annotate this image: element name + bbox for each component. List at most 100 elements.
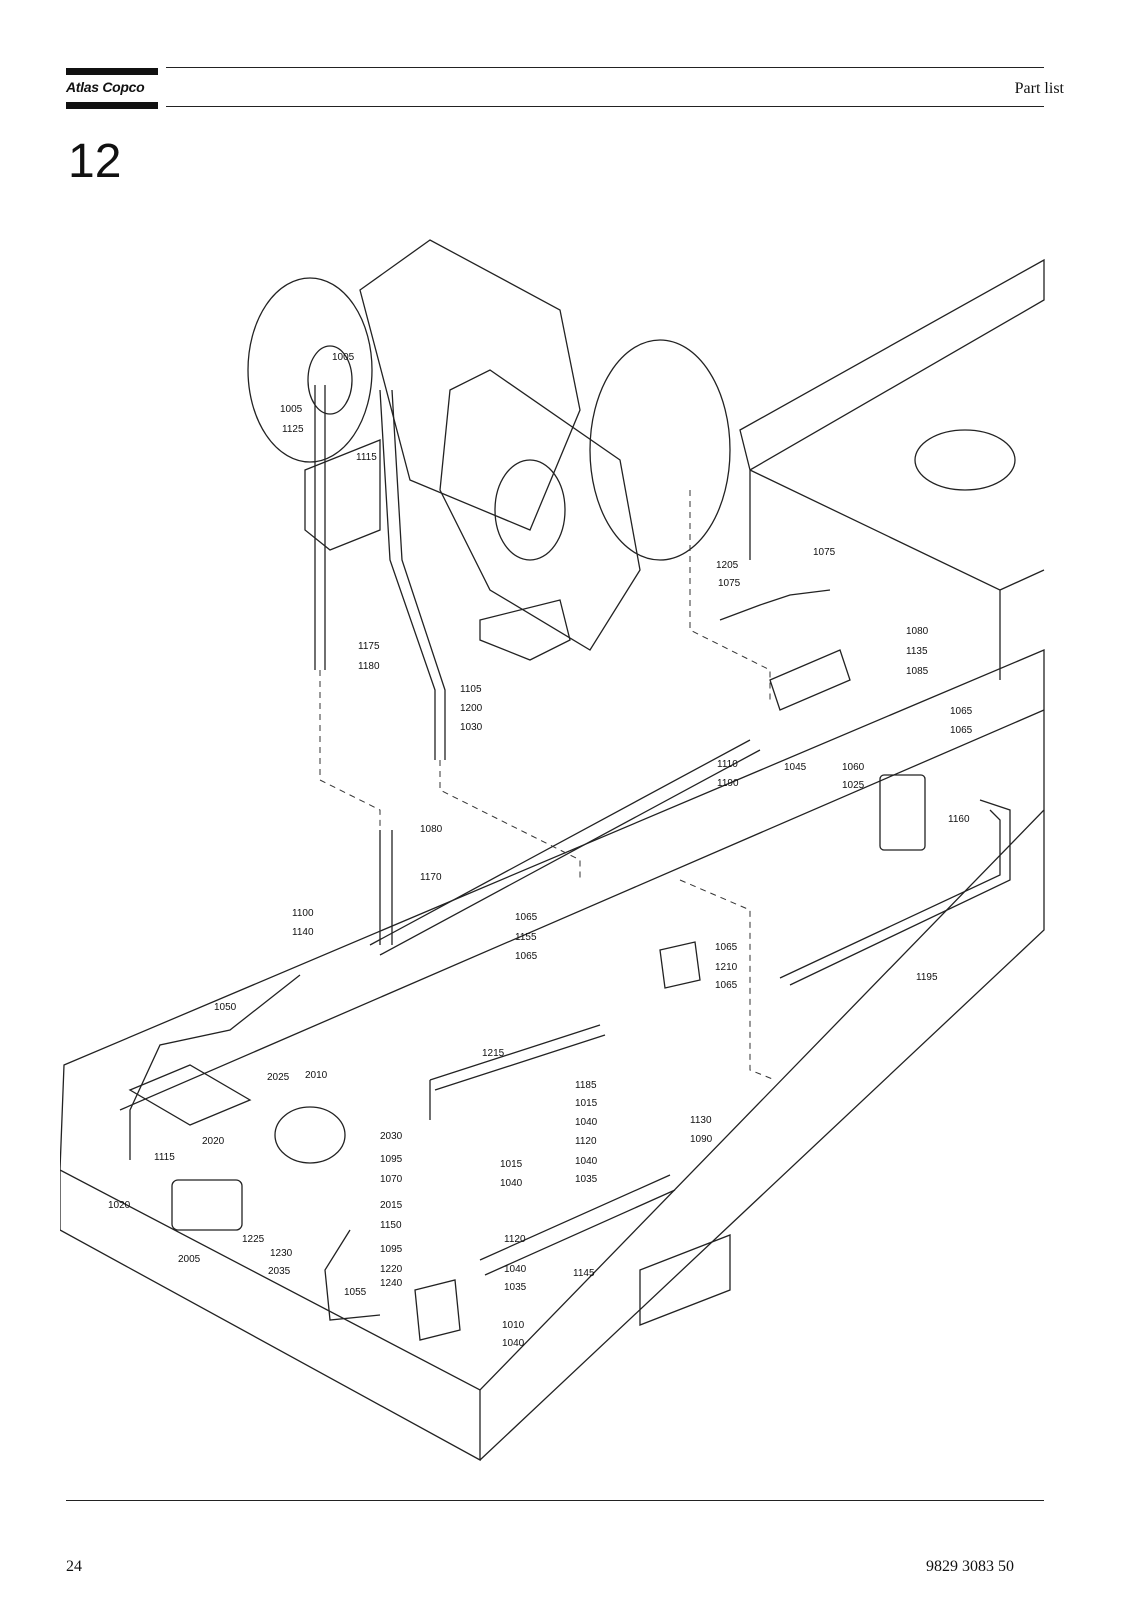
callout: 1065 bbox=[715, 942, 738, 953]
callout: 1010 bbox=[502, 1320, 525, 1331]
pipe-1145 bbox=[479, 1174, 676, 1276]
page-number: 24 bbox=[66, 1558, 82, 1575]
callout: 1015 bbox=[500, 1159, 523, 1170]
callout: 1120 bbox=[575, 1136, 597, 1147]
callout: 1160 bbox=[948, 814, 970, 825]
distribution-bar bbox=[769, 649, 851, 711]
callout: 1240 bbox=[380, 1278, 403, 1289]
callout: 1070 bbox=[380, 1174, 403, 1185]
callout: 1215 bbox=[482, 1048, 505, 1059]
atlas-copco-logo: Atlas Copco bbox=[66, 68, 158, 110]
callout: 2010 bbox=[305, 1070, 328, 1081]
callout: 1005 bbox=[332, 352, 355, 363]
callout: 1095 bbox=[380, 1244, 403, 1255]
section-number: 12 bbox=[68, 135, 122, 188]
callout: 1080 bbox=[906, 626, 929, 637]
callout: 1095 bbox=[380, 1154, 403, 1165]
callout: 2035 bbox=[268, 1266, 291, 1277]
callout: 1025 bbox=[842, 780, 865, 791]
callout: 1015 bbox=[575, 1098, 598, 1109]
callout: 1085 bbox=[906, 666, 929, 677]
callout: 2005 bbox=[178, 1254, 201, 1265]
callout: 1135 bbox=[906, 646, 928, 657]
callout: 1030 bbox=[460, 722, 483, 733]
filter-1160 bbox=[879, 774, 926, 851]
callout: 1055 bbox=[344, 1287, 367, 1298]
callout: 2020 bbox=[202, 1136, 225, 1147]
diagram-drawing bbox=[60, 239, 1045, 1462]
gearbox-housing bbox=[359, 239, 581, 531]
callout: 1115 bbox=[356, 452, 377, 463]
callout: 1130 bbox=[690, 1115, 712, 1126]
valve-1210 bbox=[659, 941, 701, 989]
base-frame-side bbox=[60, 1170, 481, 1462]
section-title: Part list bbox=[1014, 80, 1064, 97]
callout: 2025 bbox=[267, 1072, 290, 1083]
hose-1055 bbox=[324, 1229, 381, 1321]
front-opening bbox=[639, 1234, 731, 1326]
callout: 1065 bbox=[950, 725, 973, 736]
callout: 1065 bbox=[515, 951, 538, 962]
callout: 1005 bbox=[280, 404, 303, 415]
callout: 2015 bbox=[380, 1200, 403, 1211]
callout: 1210 bbox=[715, 962, 738, 973]
pipe-1170 bbox=[369, 739, 761, 956]
logo-bar-bottom bbox=[66, 102, 158, 109]
callout: 1200 bbox=[460, 703, 483, 714]
callout: 2030 bbox=[380, 1131, 403, 1142]
cover-bore bbox=[494, 459, 566, 561]
callout: 1040 bbox=[575, 1156, 598, 1167]
pipe-1215 bbox=[429, 1024, 606, 1120]
callout: 1045 bbox=[784, 762, 807, 773]
header-rule-bottom bbox=[166, 106, 1044, 107]
assembly-leader-lines bbox=[319, 490, 776, 1081]
callout: 1230 bbox=[270, 1248, 293, 1259]
logo-bar-top bbox=[66, 68, 158, 75]
bearing-block bbox=[304, 439, 381, 551]
hose-1050 bbox=[129, 974, 301, 1160]
callout: 1090 bbox=[690, 1134, 713, 1145]
exploded-parts-diagram: 1005 1005 1125 1115 1175 1180 1205 1075 … bbox=[60, 239, 1045, 1462]
callout: 1150 bbox=[380, 1220, 402, 1231]
right-flange bbox=[589, 339, 731, 561]
callout: 1115 bbox=[154, 1152, 175, 1163]
callout: 1145 bbox=[573, 1268, 595, 1279]
callout: 1220 bbox=[380, 1264, 403, 1275]
left-flange bbox=[247, 277, 373, 463]
callout: 1035 bbox=[504, 1282, 527, 1293]
base-frame-front bbox=[479, 810, 1045, 1461]
pipe-vertical-1080 bbox=[379, 830, 393, 945]
callout: 1060 bbox=[842, 762, 865, 773]
base-frame-outline bbox=[60, 649, 1045, 1391]
pipe-1195 bbox=[779, 799, 1011, 986]
callout: 1065 bbox=[950, 706, 973, 717]
callout: 1195 bbox=[916, 972, 938, 983]
callout: 1035 bbox=[575, 1174, 598, 1185]
callout: 1075 bbox=[813, 547, 836, 558]
callout: 1080 bbox=[420, 824, 443, 835]
callout: 1205 bbox=[716, 560, 739, 571]
right-box-opening bbox=[914, 429, 1016, 491]
callout: 1040 bbox=[504, 1264, 527, 1275]
pipe-1180 bbox=[379, 389, 446, 760]
callout: 1040 bbox=[575, 1117, 598, 1128]
hose-1205 bbox=[719, 589, 831, 621]
callout: 1155 bbox=[515, 932, 537, 943]
callout-labels: 1005 1005 1125 1115 1175 1180 1205 1075 … bbox=[108, 352, 973, 1349]
callout: 1225 bbox=[242, 1234, 265, 1245]
base-opening bbox=[128, 1064, 252, 1126]
mount-foot bbox=[479, 599, 571, 661]
callout: 1040 bbox=[502, 1338, 525, 1349]
callout: 1040 bbox=[500, 1178, 523, 1189]
callout: 1020 bbox=[108, 1200, 131, 1211]
motor-2005 bbox=[171, 1179, 243, 1231]
left-flange-bore bbox=[307, 345, 353, 415]
motor-2010 bbox=[274, 1106, 346, 1164]
pump-1010 bbox=[414, 1279, 461, 1341]
callout: 1175 bbox=[358, 641, 380, 652]
pipe-1175 bbox=[314, 385, 326, 670]
document-number: 9829 3083 50 bbox=[926, 1558, 1014, 1575]
logo-text: Atlas Copco bbox=[66, 79, 145, 95]
base-inner-edge bbox=[119, 709, 1045, 1111]
callout: 1125 bbox=[282, 424, 304, 435]
